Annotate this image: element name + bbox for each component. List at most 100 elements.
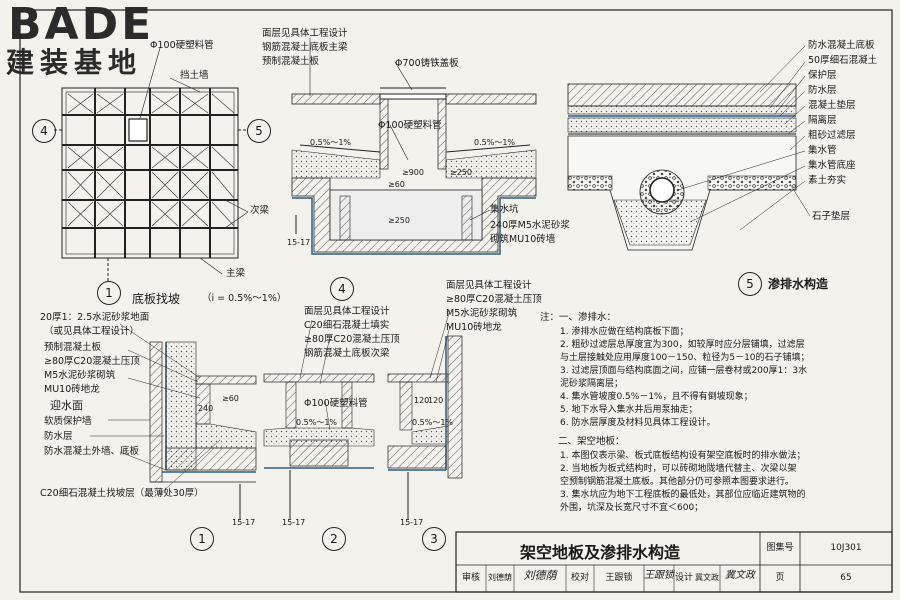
plan-main-beam: 主梁 xyxy=(226,268,246,279)
note-2-0: 1. 本图仅表示梁、板式底板结构设有架空底板时的排水做法； xyxy=(560,451,806,461)
reviewer-signature: 刘德荫 xyxy=(523,569,557,582)
d3-dim-2: 120 xyxy=(428,396,444,405)
d1-bottom-label: C20细石混凝土找坡层（最薄处30厚） xyxy=(40,488,204,499)
notes-heading-1: 注：一、渗排水： xyxy=(540,312,617,323)
d3-label-1: ≥80厚C20混凝土压顶 xyxy=(446,294,542,305)
d4-wall-2: 砌筑MU10砖墙 xyxy=(490,234,556,245)
d4-cover: Φ700铸铁盖板 xyxy=(395,58,459,69)
detail-2 xyxy=(263,319,375,520)
d3-ref: 15-17 xyxy=(400,518,424,527)
d4-wall-1: 240厚M5水泥砂浆 xyxy=(490,220,570,231)
plan-view xyxy=(54,47,249,282)
d2-pipe: Φ100硬塑料管 xyxy=(304,398,368,409)
plan-caption: 底板找坡 xyxy=(132,292,181,306)
plan-slope: （i = 0.5%～1%） xyxy=(202,293,287,304)
checker-name: 王跟锁 xyxy=(605,573,633,583)
page-number: 65 xyxy=(840,573,852,583)
d1-dim: 240 xyxy=(198,404,214,413)
detail-5 xyxy=(567,45,811,251)
d1-label-7: 软质保护墙 xyxy=(44,416,92,427)
d1-label-1: （或见具体工程设计） xyxy=(44,326,140,337)
d4-slope-left: 0.5%～1% xyxy=(310,138,352,147)
d4-label-2: 预制混凝土板 xyxy=(262,56,320,67)
d1-label-0: 20厚1：2.5水泥砂浆地面 xyxy=(40,312,150,323)
d5-layer-5: 隔离层 xyxy=(808,115,837,126)
note-1-7: 6. 防水层厚度及材料见具体工程设计。 xyxy=(560,418,716,428)
logo-text: BADE xyxy=(8,0,155,50)
d1-label-8: 防水层 xyxy=(44,431,73,442)
d5-layer-8: 集水管底座 xyxy=(808,160,856,171)
design-label: 设计 xyxy=(674,573,693,583)
detail-4 xyxy=(291,38,537,255)
d4-dim-2: ≥250 xyxy=(450,168,472,177)
detail-1 xyxy=(90,323,257,520)
d3-label-0: 面层见具体工程设计 xyxy=(446,280,532,291)
d2-label-2: ≥80厚C20混凝土压顶 xyxy=(304,334,400,345)
sheet-title: 架空地板及渗排水构造 xyxy=(520,543,681,562)
note-1-3: 3. 过滤层顶面与结构底面之间，应铺一层卷材或200厚1：3水 xyxy=(560,366,808,376)
d4-slope-right: 0.5%～1% xyxy=(474,138,516,147)
d1-label-5: MU10砖地龙 xyxy=(44,384,100,395)
d2-label-1: C20细石混凝土填实 xyxy=(304,320,390,331)
d4-label-0: 面层见具体工程设计 xyxy=(262,28,348,39)
d4-pit: 集水坑 xyxy=(490,204,519,215)
axis-marker-bottom: 1 xyxy=(97,281,121,305)
note-1-5: 4. 集水管坡度0.5%－1%，且不得有倒坡现象； xyxy=(560,392,753,402)
d4-dim-1: ≥900 xyxy=(402,168,424,177)
axis-marker-left: 4 xyxy=(32,119,56,143)
d5-layer-4: 混凝土垫层 xyxy=(808,100,856,111)
d5-caption: 渗排水构造 xyxy=(768,277,829,291)
d3-slope: 0.5%～1% xyxy=(412,418,454,427)
d1-label-2: 预制混凝土板 xyxy=(44,342,102,353)
designer-name: 冀文政 xyxy=(695,573,719,582)
d3-label-2: M5水泥砂浆砌筑 xyxy=(446,308,518,319)
note-2-2: 空预制钢筋混凝土底板。其他部分仍可参照本图要求进行。 xyxy=(560,477,795,487)
designer-signature: 冀文政 xyxy=(725,570,755,581)
d1-number: 1 xyxy=(190,527,214,551)
d5-layer-0: 防水混凝土底板 xyxy=(808,40,875,51)
notes-heading-2: 二、架空地板： xyxy=(558,436,625,447)
d5-layer-1: 50厚细石混凝土 xyxy=(808,55,878,66)
d4-number: 4 xyxy=(330,277,354,301)
d2-label-0: 面层见具体工程设计 xyxy=(304,306,390,317)
note-2-4: 外围，坑深及长宽尺寸不宜＜600； xyxy=(560,503,704,513)
checker-signature: 王跟锁 xyxy=(644,570,674,581)
d5-layer-6: 粗砂过滤层 xyxy=(808,130,856,141)
note-2-1: 2. 当地板为板式结构时，可以砖砌地陇墙代替主、次梁以架 xyxy=(560,464,797,474)
d3-dim: 120 xyxy=(414,396,430,405)
review-label: 审核 xyxy=(461,573,480,583)
d1-ref: 15-17 xyxy=(232,518,256,527)
d4-label-1: 钢筋混凝土底板主梁 xyxy=(262,42,348,53)
page-label: 页 xyxy=(775,573,785,583)
d2-ref: 15-17 xyxy=(282,518,306,527)
note-1-4: 泥砂浆隔离层； xyxy=(560,379,624,389)
note-1-6: 5. 地下水导入集水井后用泵抽走； xyxy=(560,405,698,415)
check-label: 校对 xyxy=(570,573,589,583)
detail-3 xyxy=(387,309,463,520)
logo-chinese: 建装基地 xyxy=(6,46,143,79)
d5-layer-9: 素土夯实 xyxy=(808,175,847,186)
d2-label-3: 钢筋混凝土底板次梁 xyxy=(304,348,390,359)
reviewer-name: 刘德荫 xyxy=(488,573,512,582)
plan-wall-label: 挡土墙 xyxy=(180,70,209,81)
d5-gravel: 石子垫层 xyxy=(812,211,851,222)
d4-pipe: Φ100硬塑料管 xyxy=(378,120,442,131)
atlas-number: 10J301 xyxy=(830,543,862,553)
d5-layer-2: 保护层 xyxy=(808,70,837,81)
d5-layer-7: 集水管 xyxy=(808,145,837,156)
d1-label-4: M5水泥砂浆砌筑 xyxy=(44,370,116,381)
d5-layer-3: 防水层 xyxy=(808,85,837,96)
d4-dim-3: ≥60 xyxy=(388,180,405,189)
note-1-1: 2. 粗砂过滤层总厚度宜为300，如较厚时应分层铺填，过滤层 xyxy=(560,340,805,350)
atlas-label: 图集号 xyxy=(766,543,794,553)
d3-number: 3 xyxy=(422,527,446,551)
d1-dim-2: ≥60 xyxy=(222,394,239,403)
plan-secondary-beam: 次梁 xyxy=(250,205,270,216)
axis-marker-right: 5 xyxy=(247,119,271,143)
d1-label-3: ≥80厚C20混凝土压顶 xyxy=(44,356,140,367)
d2-slope: 0.5%～1% xyxy=(296,418,338,427)
d1-label-9: 防水混凝土外墙、底板 xyxy=(44,446,140,457)
title-block-frame xyxy=(455,531,893,593)
